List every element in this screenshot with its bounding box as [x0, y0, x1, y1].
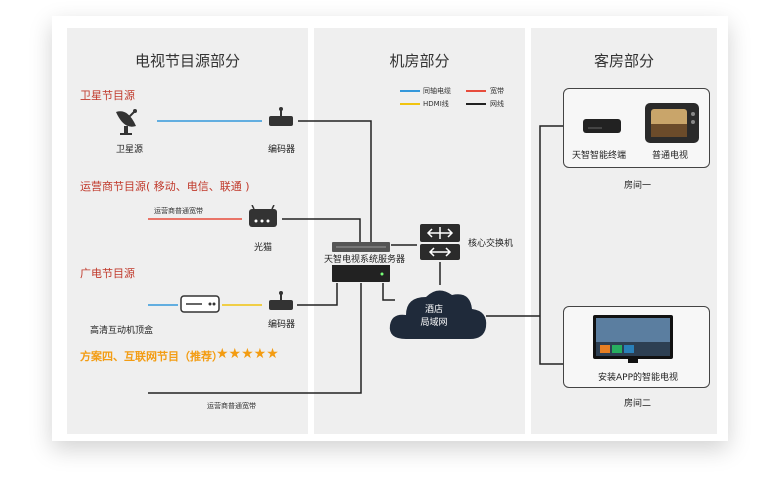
- legend-hdmi-swatch: [400, 103, 420, 105]
- legend-network-swatch: [466, 103, 486, 105]
- switch-icon: [418, 222, 462, 266]
- legend-broadband-swatch: [466, 90, 486, 92]
- source-title-internet: 方案四、互联网节目（推荐）: [80, 350, 223, 363]
- internet-broadband-label: 运营商普通宽带: [207, 402, 256, 410]
- hotel-lan-label: 酒店 局域网: [420, 305, 448, 328]
- encoder-label: 编码器: [268, 320, 296, 330]
- smart-terminal-icon: [582, 116, 622, 140]
- set-top-box-icon: [180, 294, 220, 320]
- source-title-broadcast: 广电节目源: [80, 267, 135, 280]
- line-encoder1-server: [298, 120, 372, 250]
- crt-tv-label: 普通电视: [652, 151, 689, 161]
- operator-broadband-label: 运营商普通宽带: [154, 207, 203, 215]
- encoder-icon: [265, 106, 297, 132]
- crt-tv-icon: [644, 102, 700, 148]
- section-title-machine-room: 机房部分: [389, 52, 450, 70]
- section-title-tv-source: 电视节目源部分: [134, 52, 240, 70]
- set-top-box-label: 高清互动机顶盒: [90, 326, 154, 336]
- switch-label: 核心交换机: [468, 239, 514, 249]
- panel-machine-room: [314, 28, 525, 434]
- legend-broadband-label: 宽带: [490, 87, 504, 95]
- legend-hdmi-label: HDMI线: [423, 100, 449, 108]
- satellite-label: 卫星源: [116, 145, 144, 155]
- legend-coax-swatch: [400, 90, 420, 92]
- encoder-label: 编码器: [268, 145, 296, 155]
- satellite-dish-icon: [112, 106, 142, 140]
- modem-label: 光猫: [254, 243, 273, 253]
- modem-icon: [246, 204, 280, 235]
- smart-tv-label: 安装APP的智能电视: [598, 373, 679, 383]
- encoder-icon: [265, 290, 297, 316]
- smart-terminal-label: 天智智能终端: [572, 151, 627, 161]
- smart-tv-icon: [592, 314, 674, 368]
- legend-network-label: 网线: [490, 100, 504, 108]
- panel-tv-source: [67, 28, 308, 434]
- line-server-cloud: [382, 283, 395, 301]
- hotel-lan-cloud-icon: [386, 283, 490, 347]
- legend-coax-label: 同轴电缆: [423, 87, 451, 95]
- room-one-name: 房间一: [624, 181, 652, 191]
- line-encoder2-server: [297, 283, 338, 306]
- source-title-operator: 运营商节目源( 移动、电信、联通 ): [80, 180, 250, 193]
- line-modem-server: [282, 218, 361, 250]
- line-internet-server: [148, 283, 362, 394]
- source-title-satellite: 卫星节目源: [80, 89, 135, 102]
- recommend-stars-icon: ★★★★★: [216, 346, 279, 362]
- room-two-name: 房间二: [624, 399, 652, 409]
- section-title-guest-room: 客房部分: [593, 52, 654, 70]
- server-label: 天智电视系统服务器: [323, 252, 407, 265]
